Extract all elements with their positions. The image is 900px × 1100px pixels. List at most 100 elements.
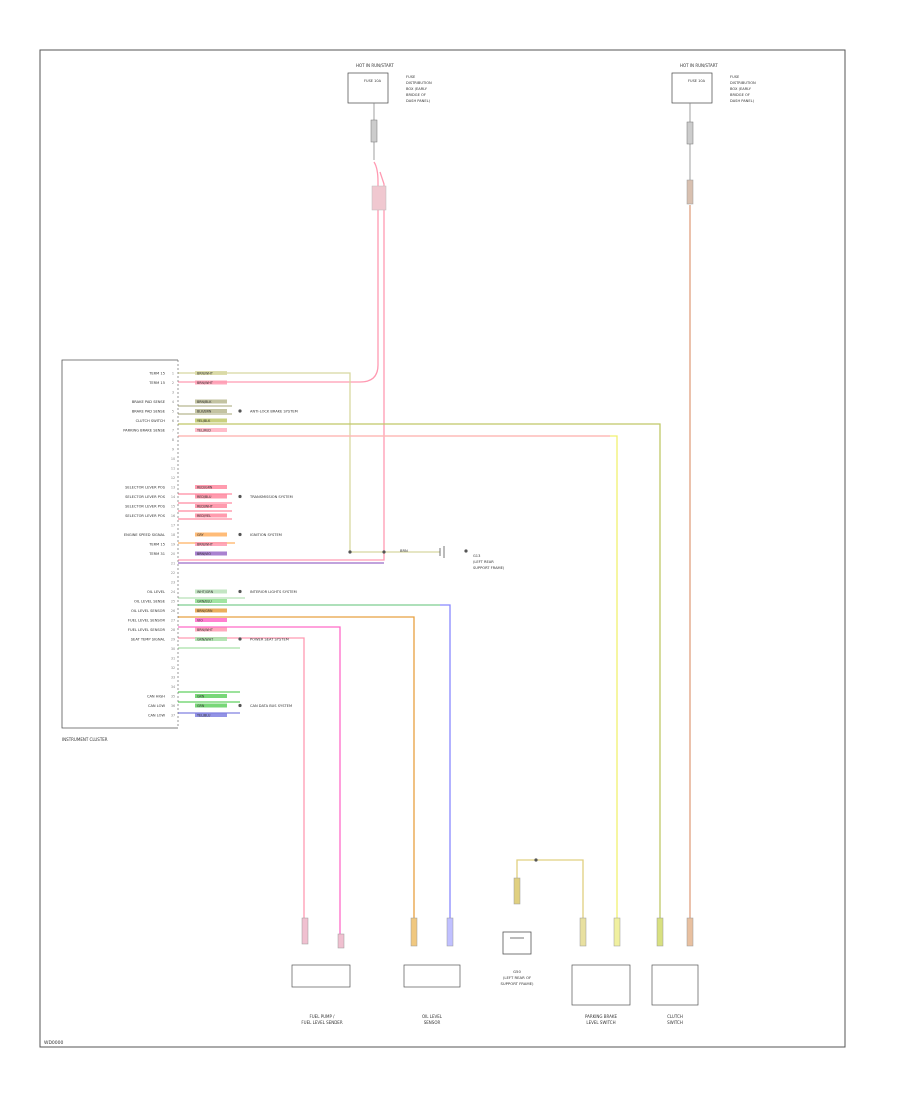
wire-code: BRN/BLK (197, 400, 212, 404)
pin-number: 34 (171, 685, 175, 689)
wire-code: BRN/GRN (197, 609, 213, 613)
pin-label: OIL LEVEL SENSE (134, 599, 166, 603)
pin-number: 7 (172, 428, 174, 432)
wire-code: BRN/WHT (197, 371, 214, 375)
wire-code: GRN (197, 694, 205, 698)
wire-code: BLK/BRN (197, 409, 212, 413)
wire-color-tag (195, 627, 227, 632)
pin-number: 16 (171, 514, 175, 518)
component-ground: G50 (LEFT REAR OF SUPPORT FRAME) (500, 877, 534, 986)
svg-text:DASH PANEL): DASH PANEL) (730, 99, 755, 103)
pin-number: 15 (171, 504, 175, 508)
wire-term15-tan (178, 372, 440, 553)
wire-code: WHT/GRN (197, 590, 214, 594)
top-connector-left: HOT IN RUN/START FUSE 10A FUSE DISTRIBUT… (347, 63, 432, 160)
footer-code: WD0000 (44, 1040, 64, 1046)
pin-number: 3 (172, 390, 174, 394)
pin-label: ENGINE SPEED SIGNAL (124, 533, 165, 537)
reference-dot (238, 637, 242, 641)
pin-number: 24 (171, 590, 175, 594)
wire-color-tag (195, 399, 227, 404)
svg-text:BOX (EARLY: BOX (EARLY (406, 87, 428, 91)
wire-color-tag (195, 409, 227, 413)
wire-color-tag (195, 703, 227, 708)
svg-text:FUSE: FUSE (730, 75, 740, 79)
pin-number: 28 (171, 628, 175, 632)
svg-text:SENSOR: SENSOR (424, 1020, 441, 1025)
pin-number: 4 (172, 400, 174, 404)
pin-label: PARKING BRAKE SENSE (123, 428, 165, 432)
top-connector-header: HOT IN RUN/START (356, 63, 394, 68)
cluster-pin-row: 30 (171, 647, 175, 651)
wire-color-tag (195, 380, 227, 385)
wire-code: VIO (197, 618, 203, 622)
pin-number: 10 (171, 457, 175, 461)
svg-text:PARKING BRAKE: PARKING BRAKE (585, 1014, 618, 1019)
pin-number: 33 (171, 675, 175, 679)
reference-dot (238, 589, 242, 594)
cluster-pin-row: 10 (171, 457, 175, 461)
splice-dots (348, 550, 538, 862)
top-connector-header: HOT IN RUN/START (680, 63, 718, 68)
fuse-box-outline (347, 72, 389, 104)
wire-fuel-2 (178, 637, 305, 935)
svg-text:LEVEL SWITCH: LEVEL SWITCH (586, 1020, 615, 1025)
cluster-pin-row: 22 (171, 571, 175, 575)
wire-color-tag (195, 599, 227, 603)
pin-number: 12 (171, 476, 175, 480)
cluster-pin-row: 8 (172, 438, 174, 442)
pin-number: 36 (171, 704, 175, 708)
wire-fuel-1 (178, 626, 341, 935)
pin-label: BRAKE PAD SENSE (132, 409, 166, 413)
pin-number: 11 (171, 466, 175, 470)
pin-number: 19 (171, 542, 175, 546)
wire-color-tag (195, 542, 227, 546)
cluster-pin-row: 3 (172, 390, 174, 394)
wire-code: RED/GRN (197, 485, 213, 489)
wire-code: YEL/RED (197, 428, 211, 432)
wire-oil-level (178, 604, 451, 935)
wire-color-tag (195, 418, 227, 423)
component-clutch-switch: CLUTCH SWITCH (651, 917, 699, 1025)
svg-text:(LEFT REAR OF: (LEFT REAR OF (503, 975, 531, 980)
fuse-box-label: FUSE DISTRIBUTION BOX (EARLY BRIDGE OF D… (406, 75, 432, 103)
pin-number: 20 (171, 552, 175, 556)
connector-terminal (686, 121, 694, 145)
wire-color-tag (195, 532, 227, 537)
ground-point: BRN G13 (LEFT REAR SUPPORT FRAME) (400, 546, 505, 570)
pin-label: TERM 15 (148, 381, 165, 385)
wire-color-tag (195, 494, 227, 499)
wire-color-tag (195, 637, 227, 641)
top-connector-right: HOT IN RUN/START FUSE 10A FUSE DISTRIBUT… (671, 63, 756, 205)
wire-code: GRY (197, 533, 205, 537)
wire-term15-a (178, 161, 379, 383)
svg-text:BRN: BRN (400, 549, 408, 553)
pin-label: SELECTOR LEVER POS (125, 485, 166, 489)
svg-text:DISTRIBUTION: DISTRIBUTION (406, 81, 432, 85)
component-parking-brake-switch: PARKING BRAKE LEVEL SWITCH (571, 917, 631, 1025)
pin-number: 6 (172, 419, 174, 423)
wire-code: YEL/BLU (197, 713, 211, 717)
diagram-border (39, 49, 846, 1048)
component-oil-sensor: OIL LEVEL SENSOR (403, 917, 461, 1025)
reference-dot (238, 494, 242, 499)
system-reference: ANTI-LOCK BRAKE SYSTEM (250, 410, 298, 414)
reference-dot (238, 703, 242, 708)
cluster-pin-row: 12 (171, 476, 175, 480)
wire-color-tag (195, 618, 227, 622)
cluster-pin-row: 9 (172, 447, 174, 451)
svg-text:BOX (EARLY: BOX (EARLY (730, 87, 752, 91)
wire-oil-sensor (178, 616, 415, 935)
